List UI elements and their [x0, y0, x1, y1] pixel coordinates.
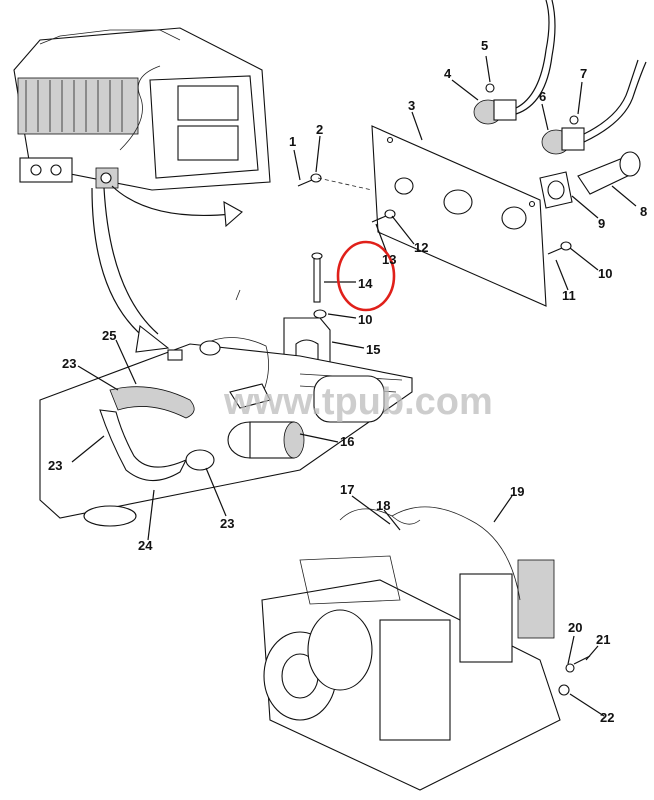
callout-1: 1 [289, 134, 296, 149]
callout-24: 24 [138, 538, 153, 553]
connector-panel-illustration [297, 0, 647, 307]
callout-17: 17 [340, 482, 354, 497]
callout-11: 11 [562, 288, 576, 303]
callout-23-bottom: 23 [220, 516, 234, 531]
callout-13: 13 [382, 252, 396, 267]
callout-22: 22 [600, 710, 614, 725]
callout-9: 9 [598, 216, 605, 231]
callout-3: 3 [408, 98, 415, 113]
callout-20: 20 [568, 620, 582, 635]
callout-18: 18 [376, 498, 390, 513]
callout-23-top: 23 [62, 356, 76, 371]
watermark-text: www.tpub.com [223, 381, 493, 423]
callout-10-panel: 10 [598, 266, 612, 281]
callout-7: 7 [580, 66, 587, 81]
callout-23-left: 23 [48, 458, 62, 473]
reference-arrows [91, 185, 243, 353]
callout-labels: 1 2 3 4 5 6 7 8 9 10 11 12 13 14 10 15 1… [48, 38, 647, 725]
callout-21: 21 [596, 632, 610, 647]
air-duct-illustration [39, 337, 413, 527]
callout-6: 6 [539, 89, 546, 104]
highlight-circle [336, 240, 396, 312]
callout-2: 2 [316, 122, 323, 137]
callout-15: 15 [366, 342, 380, 357]
unit-overview-illustration [13, 27, 271, 191]
callout-8: 8 [640, 204, 647, 219]
callout-10-bracket: 10 [358, 312, 372, 327]
callout-4: 4 [444, 66, 452, 81]
callout-5: 5 [481, 38, 488, 53]
callout-12: 12 [414, 240, 428, 255]
callout-25: 25 [102, 328, 116, 343]
generator-assembly-illustration [261, 506, 591, 791]
callout-19: 19 [510, 484, 524, 499]
callout-16: 16 [340, 434, 354, 449]
leader-lines [71, 55, 637, 717]
callout-14: 14 [358, 276, 373, 291]
